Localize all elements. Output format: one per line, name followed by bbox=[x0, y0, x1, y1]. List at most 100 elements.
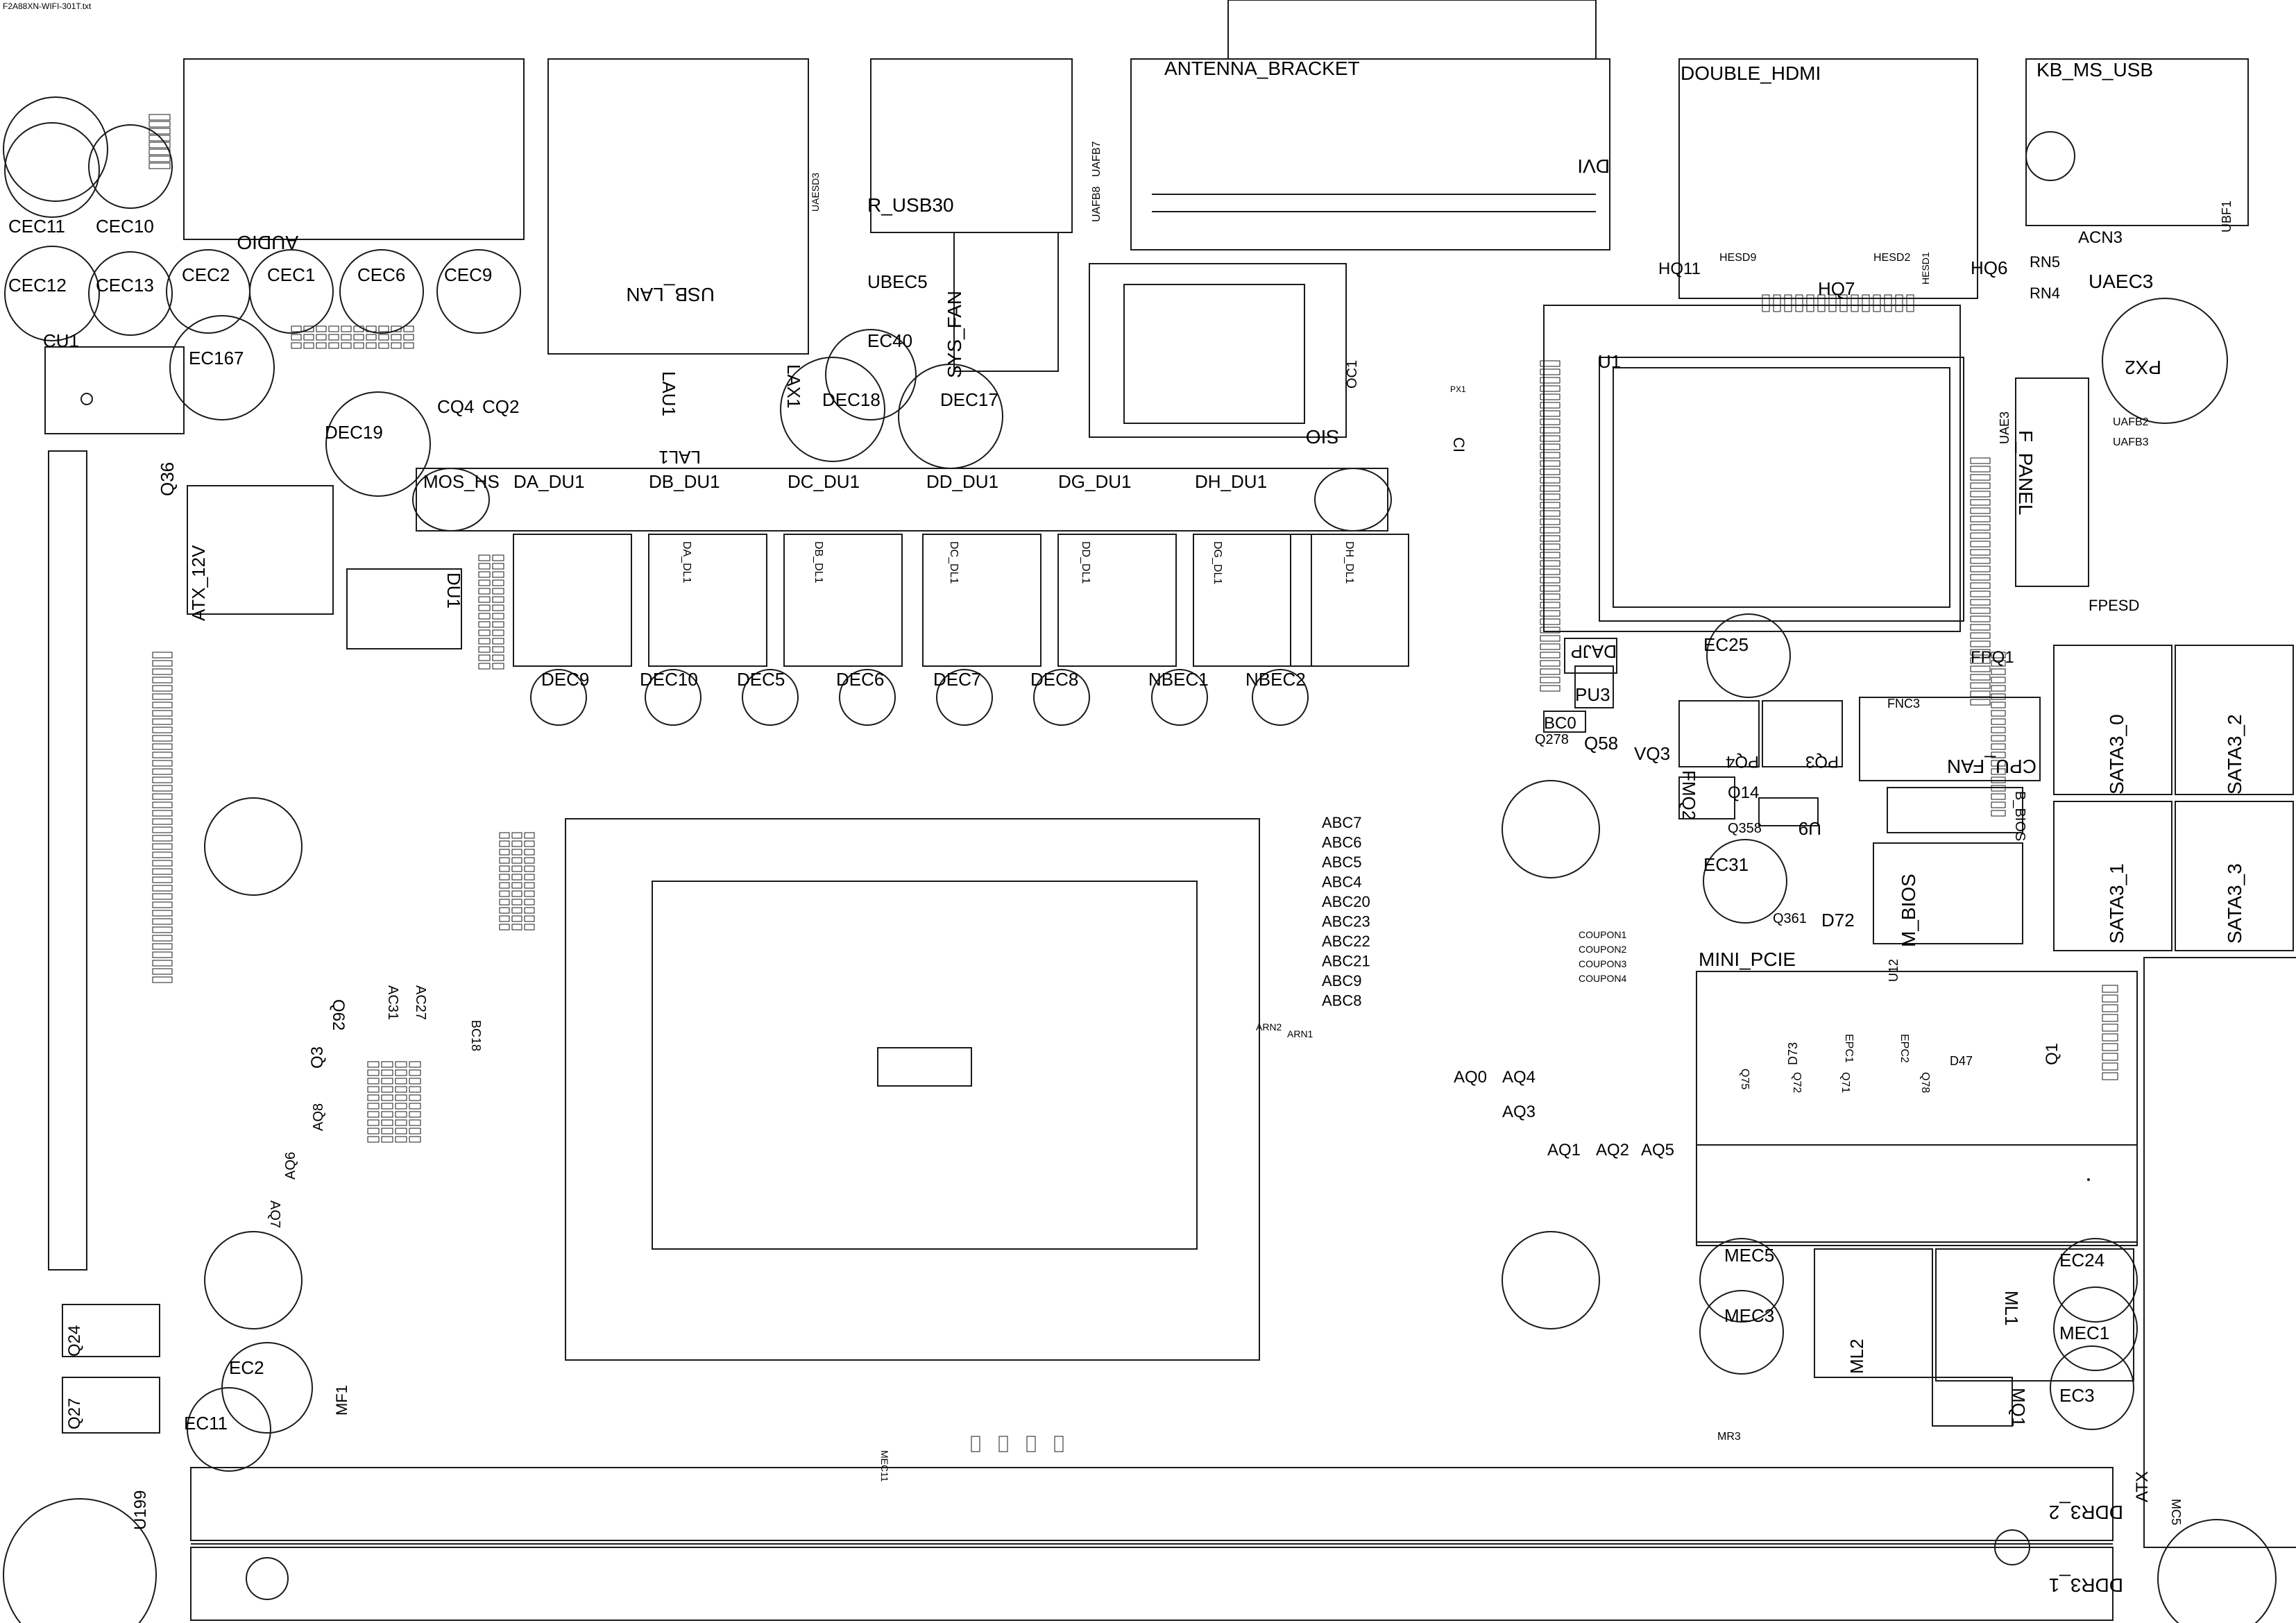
label-dg-dl1: DG_DL1 bbox=[1211, 541, 1223, 584]
smd-resistor bbox=[1540, 543, 1561, 550]
smd-resistor bbox=[492, 629, 504, 636]
label-px2: PX2 bbox=[2125, 357, 2161, 378]
smd-resistor bbox=[2102, 1062, 2118, 1071]
smd-resistor bbox=[492, 654, 504, 661]
smd-resistor bbox=[1991, 776, 2006, 783]
smd-resistor bbox=[492, 621, 504, 628]
smd-resistor bbox=[478, 613, 491, 620]
smd-resistor bbox=[1540, 560, 1561, 567]
label-db-dl1: DB_DL1 bbox=[813, 541, 824, 584]
label-q14: Q14 bbox=[1728, 783, 1759, 802]
label-cec1: CEC1 bbox=[267, 264, 315, 285]
smd-resistor bbox=[1970, 541, 1991, 547]
smd-resistor bbox=[511, 874, 522, 881]
smd-resistor bbox=[148, 128, 171, 135]
label-aq8: AQ8 bbox=[311, 1103, 326, 1131]
smd-resistor bbox=[409, 1136, 421, 1143]
smd-resistor bbox=[1828, 294, 1837, 312]
label-ddr3-1: DDR3_1 bbox=[2049, 1574, 2123, 1596]
smd-resistor bbox=[152, 818, 173, 825]
smd-resistor bbox=[1873, 294, 1881, 312]
smd-resistor bbox=[152, 960, 173, 967]
smd-resistor bbox=[152, 693, 173, 700]
smd-resistor bbox=[499, 899, 510, 906]
smd-resistor bbox=[152, 826, 173, 833]
smd-resistor bbox=[478, 579, 491, 586]
smd-resistor bbox=[478, 554, 491, 561]
label-q27: Q27 bbox=[65, 1398, 84, 1429]
smd-resistor bbox=[1540, 418, 1561, 425]
smd-resistor bbox=[1806, 294, 1814, 312]
smd-resistor bbox=[478, 629, 491, 636]
smd-resistor bbox=[1540, 552, 1561, 559]
smd-resistor bbox=[2102, 1014, 2118, 1022]
smd-resistor bbox=[1540, 602, 1561, 609]
chipset-die bbox=[877, 1047, 972, 1087]
smd-resistor bbox=[381, 1094, 393, 1101]
smd-resistor bbox=[1991, 793, 2006, 800]
label-px1: PX1 bbox=[1450, 384, 1466, 394]
choke-1 bbox=[648, 534, 767, 667]
label-cec11: CEC11 bbox=[8, 216, 65, 237]
sata3-1-outline bbox=[2053, 801, 2172, 951]
smd-resistor bbox=[1540, 468, 1561, 475]
smd-resistor bbox=[1540, 393, 1561, 400]
choke-5 bbox=[1193, 534, 1312, 667]
px2-hole bbox=[2102, 298, 2228, 424]
smd-resistor bbox=[499, 915, 510, 922]
smd-resistor bbox=[1054, 1436, 1064, 1452]
smd-resistor bbox=[1970, 657, 1991, 664]
smd-resistor bbox=[1773, 294, 1781, 312]
smd-resistor bbox=[395, 1136, 407, 1143]
label-cec9: CEC9 bbox=[444, 264, 492, 285]
label-cq4: CQ4 bbox=[437, 396, 474, 417]
smd-resistor bbox=[1970, 566, 1991, 572]
label-ec40: EC40 bbox=[867, 330, 912, 351]
label-mec1: MEC1 bbox=[2059, 1323, 2109, 1343]
smd-resistor bbox=[152, 718, 173, 725]
smd-resistor bbox=[524, 865, 535, 872]
smd-resistor bbox=[152, 660, 173, 667]
label-ec25: EC25 bbox=[1703, 634, 1749, 655]
ddr3-1-slot bbox=[190, 1547, 2114, 1621]
label-u199: U199 bbox=[131, 1490, 150, 1530]
smd-resistor bbox=[524, 890, 535, 897]
smd-resistor bbox=[492, 613, 504, 620]
mount-hole-2 bbox=[1502, 1231, 1600, 1329]
smd-resistor bbox=[1540, 493, 1561, 500]
smd-resistor bbox=[1970, 682, 1991, 689]
label-pq3: PQ3 bbox=[1805, 752, 1839, 771]
smd-resistor bbox=[1540, 443, 1561, 450]
smd-resistor bbox=[152, 876, 173, 883]
cpu-socket-frame bbox=[1543, 305, 1961, 632]
smd-resistor bbox=[524, 832, 535, 839]
smd-resistor bbox=[478, 596, 491, 603]
label-hesd2: HESD2 bbox=[1873, 252, 1910, 264]
mount-hole-3 bbox=[204, 797, 303, 896]
label-mec5: MEC5 bbox=[1724, 1245, 1774, 1266]
smd-resistor bbox=[381, 1136, 393, 1143]
label-mec3: MEC3 bbox=[1724, 1305, 1774, 1326]
smd-resistor bbox=[1540, 410, 1561, 417]
ddr3-2-slot bbox=[190, 1467, 2114, 1541]
label-abc20: ABC20 bbox=[1322, 893, 1370, 910]
label-aq3: AQ3 bbox=[1502, 1103, 1536, 1121]
smd-resistor bbox=[1540, 502, 1561, 509]
smd-resistor bbox=[1970, 582, 1991, 589]
label-aq6: AQ6 bbox=[283, 1152, 298, 1180]
mq1-outline bbox=[1932, 1377, 2013, 1427]
atx12v-outline bbox=[187, 485, 334, 615]
heatsink-outline bbox=[565, 818, 1260, 1361]
label-daap: DAJP bbox=[1571, 641, 1617, 662]
atx-connector-outline bbox=[2143, 957, 2296, 1548]
q14-outline bbox=[1678, 776, 1735, 819]
mini-pcie-lower bbox=[1696, 1144, 2138, 1246]
choke-3 bbox=[922, 534, 1041, 667]
smd-resistor bbox=[367, 1136, 380, 1143]
smd-resistor bbox=[1970, 690, 1991, 697]
smd-resistor bbox=[524, 857, 535, 864]
smd-resistor bbox=[391, 325, 402, 332]
smd-resistor bbox=[524, 899, 535, 906]
smd-resistor bbox=[1970, 699, 1991, 706]
smd-resistor bbox=[381, 1103, 393, 1110]
